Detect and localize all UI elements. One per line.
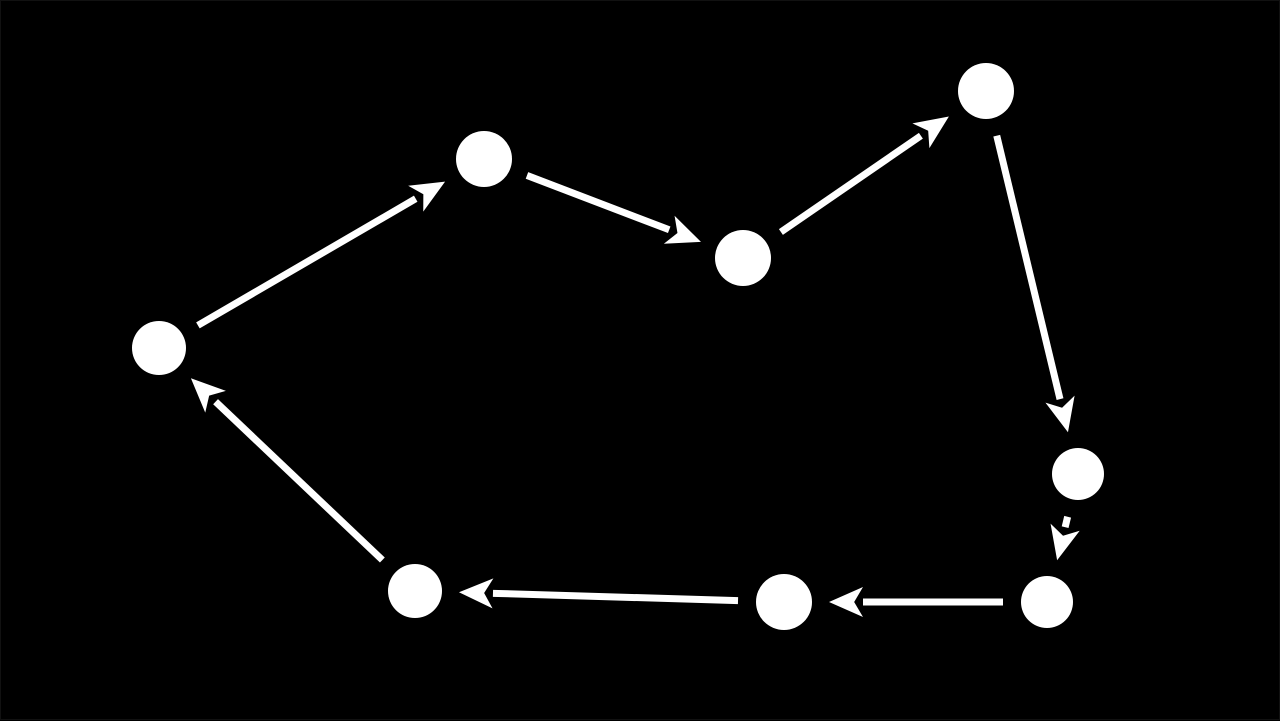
edge-arrowhead-icon <box>829 587 863 617</box>
graph-edge[interactable] <box>525 172 701 244</box>
graph-node[interactable] <box>451 126 518 193</box>
edge-arrowhead-icon <box>458 578 494 609</box>
edge-line <box>993 134 1064 400</box>
graph-edge[interactable] <box>196 181 446 329</box>
graph-node[interactable] <box>953 58 1020 125</box>
node-core <box>456 131 512 187</box>
graph-edge[interactable] <box>993 134 1075 433</box>
graph-node[interactable] <box>1047 443 1110 506</box>
node-core <box>1052 448 1104 500</box>
edge-line <box>213 399 385 563</box>
graph-node[interactable] <box>383 559 448 624</box>
edge-arrowhead-icon <box>1045 395 1075 433</box>
node-core <box>958 63 1014 119</box>
edge-line <box>196 195 418 329</box>
graph-node[interactable] <box>751 569 818 636</box>
nodes-layer <box>127 58 1110 636</box>
graph-edge[interactable] <box>190 378 385 563</box>
node-core <box>388 564 442 618</box>
edge-line <box>492 589 739 605</box>
graph-node[interactable] <box>1016 571 1079 634</box>
node-core <box>756 574 812 630</box>
graph-edge[interactable] <box>1050 515 1080 561</box>
graph-edge[interactable] <box>458 578 739 609</box>
edges-layer <box>190 116 1080 617</box>
node-core <box>715 230 771 286</box>
graph-edge[interactable] <box>829 587 1003 617</box>
graph-edge[interactable] <box>778 116 949 235</box>
edge-line <box>525 172 671 234</box>
graph-node[interactable] <box>127 316 192 381</box>
edge-line <box>778 132 923 235</box>
edge-arrowhead-icon <box>1050 523 1080 561</box>
edge-arrowhead-icon <box>190 378 226 413</box>
edge-arrowhead-icon <box>663 215 701 244</box>
node-core <box>132 321 186 375</box>
edge-line <box>1061 515 1072 528</box>
graph-node[interactable] <box>710 225 777 292</box>
node-core <box>1021 576 1073 628</box>
edge-arrowhead-icon <box>408 181 446 212</box>
edge-arrowhead-icon <box>912 116 949 149</box>
